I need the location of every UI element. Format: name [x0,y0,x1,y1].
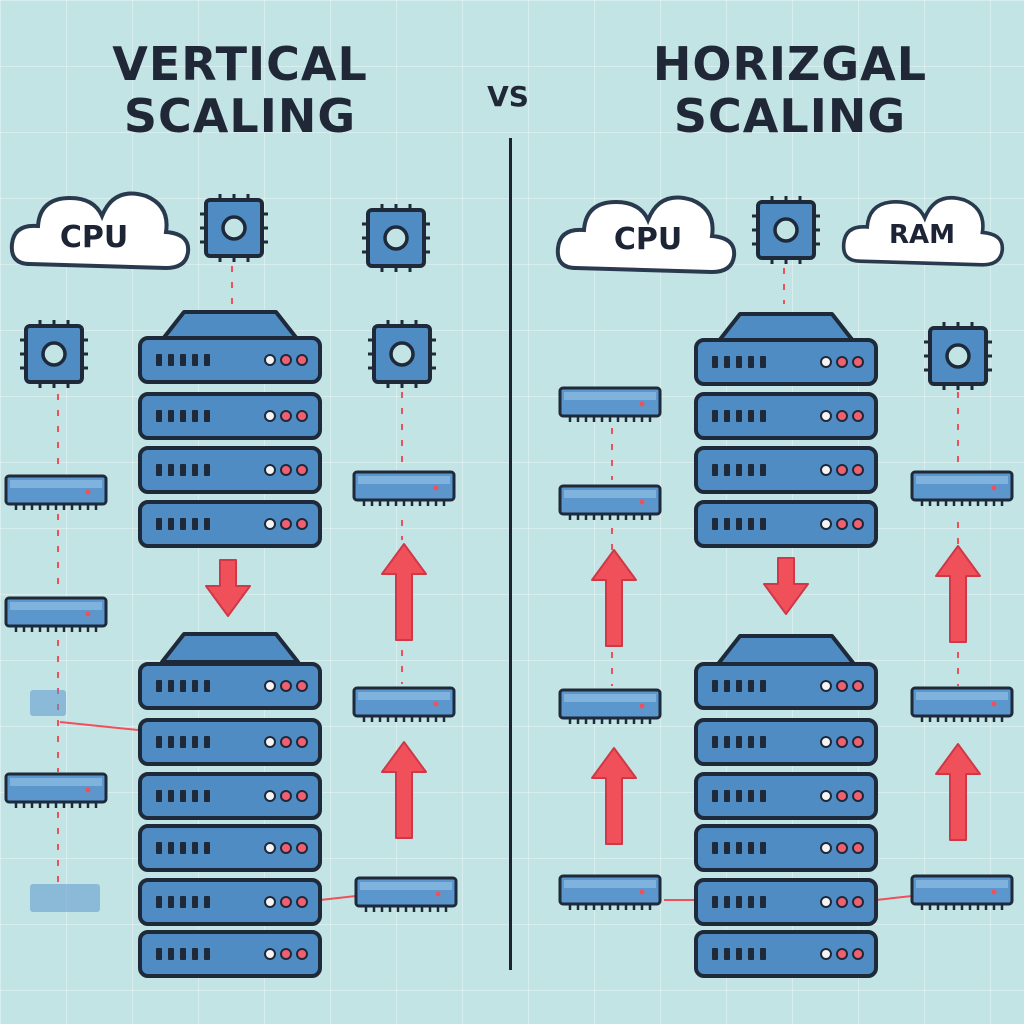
arrow-up-icon [935,743,981,841]
ram-module-icon [4,474,108,512]
vs-label: VS [487,80,529,113]
arrow-up-icon [935,545,981,643]
arrow-up-icon [591,747,637,845]
arrow-down-icon [763,557,809,615]
cloud-label-cpu-right: CPU [613,222,683,257]
cloud-label-cpu-left: CPU [59,220,129,255]
ram-module-icon [558,688,662,726]
arrow-down-icon [205,559,251,617]
arrow-up-icon [591,549,637,647]
arrow-up-icon [381,741,427,839]
center-divider [509,138,512,970]
title-line-2: SCALING [673,89,907,143]
server-rack-icon [694,634,878,978]
ram-module-icon [910,874,1014,912]
vertical-scaling-title: VERTICAL SCALING [60,38,420,142]
ram-module-icon [352,470,456,508]
chip-icon [18,318,90,390]
chip-icon [750,194,822,266]
connector-lines [611,268,959,686]
ram-module-icon [558,874,662,912]
connector-lines-solid [59,721,357,901]
server-rack-icon [138,632,322,978]
server-rack-icon [138,310,322,548]
cloud-label-ram: RAM [888,220,955,250]
ram-module-icon [558,386,662,424]
ram-module-icon [910,686,1014,724]
ram-module-icon [30,690,100,912]
ram-module-icon [352,686,456,724]
title-line-1: HORIZGAL [652,37,928,91]
ram-module-icon [4,772,108,810]
title-line-1: VERTICAL [112,37,368,91]
chip-icon [360,202,432,274]
title-line-2: SCALING [123,89,357,143]
connector-lines-solid [664,895,913,901]
server-rack-icon [694,312,878,548]
ram-module-icon [354,876,458,914]
horizontal-scaling-title: HORIZGAL SCALING [600,38,980,142]
chip-icon [922,320,994,392]
ram-module-icon [910,470,1014,508]
arrow-up-icon [381,543,427,641]
ram-module-icon [4,596,108,634]
chip-icon [366,318,438,390]
ram-module-icon [558,484,662,522]
chip-icon [198,192,270,264]
